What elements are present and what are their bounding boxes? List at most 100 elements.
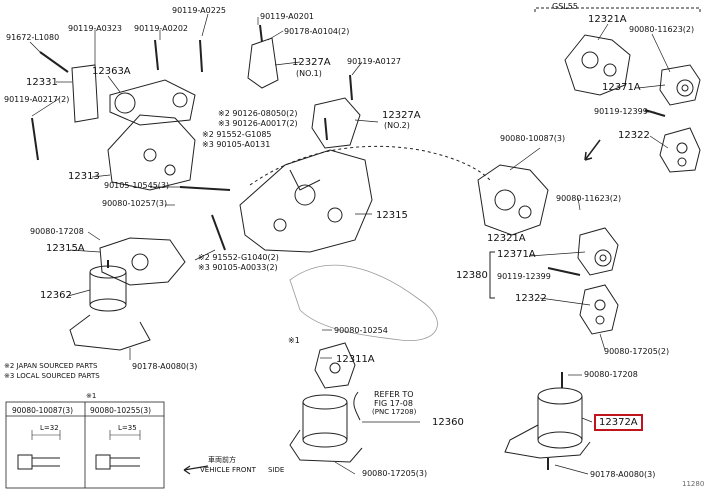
- bracket-12313: [107, 114, 196, 191]
- part-91552-g1085[interactable]: ※2 91552-G1085: [202, 130, 272, 139]
- bolt-a0225: [199, 39, 203, 73]
- bushing-12371a-top: [659, 64, 701, 106]
- leader-lines: [29, 13, 671, 475]
- bracket-12322-mid: [579, 284, 619, 335]
- part-90119-a0323[interactable]: 90119-A0323: [68, 24, 122, 33]
- vehicle-front-label-jp: 車両前方: [208, 456, 236, 464]
- part-12315a[interactable]: 12315A: [46, 243, 85, 254]
- part-12371a-top[interactable]: 12371A: [602, 82, 641, 93]
- part-12313[interactable]: 12313: [68, 171, 100, 182]
- part-91672-l1080[interactable]: 91672-L1080: [6, 33, 60, 42]
- part-90126-a0017[interactable]: ※3 90126-A0017(2): [218, 119, 298, 128]
- no2-tag: (NO.2): [384, 121, 410, 130]
- part-90105-a0033[interactable]: ※3 90105-A0033(2): [198, 263, 278, 272]
- part-12322-mid[interactable]: 12322: [515, 293, 547, 304]
- bracket-12331: [71, 64, 99, 123]
- part-12380[interactable]: 12380: [456, 270, 488, 281]
- refer-line-1: REFER TO: [374, 390, 414, 399]
- part-12321a-mid[interactable]: 12321A: [487, 233, 526, 244]
- group-bracket-12380: [489, 251, 495, 299]
- part-12322-top[interactable]: 12322: [618, 130, 650, 141]
- part-90178-a0080-left[interactable]: 90178-A0080(3): [132, 362, 198, 371]
- dashed-cable-line: [249, 145, 491, 186]
- part-90119-a0217[interactable]: 90119-A0217(2): [4, 95, 70, 104]
- part-90080-11623-top[interactable]: 90080-11623(2): [629, 25, 695, 34]
- part-12315[interactable]: 12315: [376, 210, 408, 221]
- bolt-l1080: [39, 51, 69, 73]
- part-90178-a0104[interactable]: 90178-A0104(2): [284, 27, 350, 36]
- figure-code: 11280: [682, 480, 705, 488]
- refer-line-2[interactable]: FIG 17-08: [374, 399, 413, 408]
- part-90119-a0225[interactable]: 90119-A0225: [172, 6, 226, 15]
- part-91552-g1040[interactable]: ※2 91552-G1040(2): [198, 253, 279, 262]
- bolt-illustration-left: [17, 430, 61, 470]
- part-90119-12399-top[interactable]: 90119-12399: [594, 107, 648, 116]
- part-12331[interactable]: 12331: [26, 77, 58, 88]
- model-tag: GSL55: [552, 2, 578, 11]
- vehicle-front-arrow: [183, 465, 209, 475]
- bolt-mid: [547, 267, 581, 276]
- part-90105-10545[interactable]: 90105-10545(3): [104, 181, 170, 190]
- part-12327a-no1[interactable]: 12327A: [292, 57, 331, 68]
- refer-arrow: [353, 391, 361, 421]
- engine-mount-12362: [69, 260, 151, 351]
- bolt-table-right-part[interactable]: 90080-10255(3): [90, 406, 152, 415]
- part-12360[interactable]: 12360: [432, 417, 464, 428]
- bolt-10545: [179, 186, 231, 191]
- bracket-12327a-no1: [247, 24, 279, 89]
- part-12371a-mid[interactable]: 12371A: [497, 249, 536, 260]
- bolt-table-left-part[interactable]: 90080-10087(3): [12, 406, 74, 415]
- part-90119-a0127[interactable]: 90119-A0127: [347, 57, 401, 66]
- bracket-12315: [239, 149, 373, 253]
- bolt-a0202: [154, 39, 159, 71]
- part-90080-17208[interactable]: 90080-17208: [584, 370, 638, 379]
- part-90126-08050[interactable]: ※2 90126-08050(2): [218, 109, 298, 118]
- part-90080-10254[interactable]: 90080-10254: [334, 326, 388, 335]
- part-12362[interactable]: 12362: [40, 290, 72, 301]
- part-12372a-highlighted[interactable]: 12372A: [594, 414, 643, 431]
- bolt-g1040: [211, 214, 226, 251]
- part-90080-17205-mid[interactable]: 90080-17205(2): [604, 347, 670, 356]
- region-boundary-top-right: [534, 7, 701, 12]
- part-12363a[interactable]: 12363A: [92, 66, 131, 77]
- bolt-length-left: L=32: [40, 424, 59, 432]
- part-12327a-no2[interactable]: 12327A: [382, 110, 421, 121]
- engine-mount-12360: [289, 394, 363, 463]
- part-90119-12399-mid[interactable]: 90119-12399: [497, 272, 551, 281]
- part-90119-a0202[interactable]: 90119-A0202: [134, 24, 188, 33]
- refer-line-3: (PNC 17208): [372, 408, 417, 416]
- transmission-silhouette: [289, 264, 438, 342]
- note-japan-sourced: ※2 JAPAN SOURCED PARTS: [4, 362, 98, 370]
- bracket-12322-top: [659, 127, 701, 173]
- part-90080-10257[interactable]: 90080-10257(3): [102, 199, 168, 208]
- no1-tag: (NO.1): [296, 69, 322, 78]
- bolt-top: [644, 109, 666, 117]
- bracket-12321a-top: [564, 34, 631, 96]
- star1-marker: ※1: [288, 336, 300, 345]
- bolt-table-frame: [5, 401, 165, 489]
- bolt-illustration-right: [95, 430, 141, 470]
- part-90080-17208-left[interactable]: 90080-17208: [30, 227, 84, 236]
- part-90080-11623-mid[interactable]: 90080-11623(2): [556, 194, 622, 203]
- torque-rod-12363a: [109, 79, 196, 126]
- bolt-a0217: [31, 117, 39, 161]
- bracket-12327a-no2: [311, 74, 361, 149]
- part-90178-a0080-right[interactable]: 90178-A0080(3): [590, 470, 656, 479]
- bracket-12321a-mid: [477, 164, 549, 236]
- part-12311a[interactable]: 12311A: [336, 354, 375, 365]
- part-90080-17205-bottom[interactable]: 90080-17205(3): [362, 469, 428, 478]
- part-90080-10087[interactable]: 90080-10087(3): [500, 134, 566, 143]
- part-90105-a0131[interactable]: ※3 90105-A0131: [202, 140, 271, 149]
- engine-mount-12372a: [504, 372, 591, 470]
- part-12321a-top[interactable]: 12321A: [588, 14, 627, 25]
- part-90119-a0201[interactable]: 90119-A0201: [260, 12, 314, 21]
- bolt-table-mark: ※1: [86, 392, 97, 400]
- vehicle-front-label: VEHICLE FRONT: [200, 466, 256, 474]
- bracket-12315a: [99, 237, 186, 286]
- direction-arrow: [584, 139, 601, 161]
- bushing-12371a-mid: [577, 227, 619, 276]
- bracket-12311a: [314, 342, 356, 389]
- note-local-sourced: ※3 LOCAL SOURCED PARTS: [4, 372, 100, 380]
- bolt-length-right: L=35: [118, 424, 137, 432]
